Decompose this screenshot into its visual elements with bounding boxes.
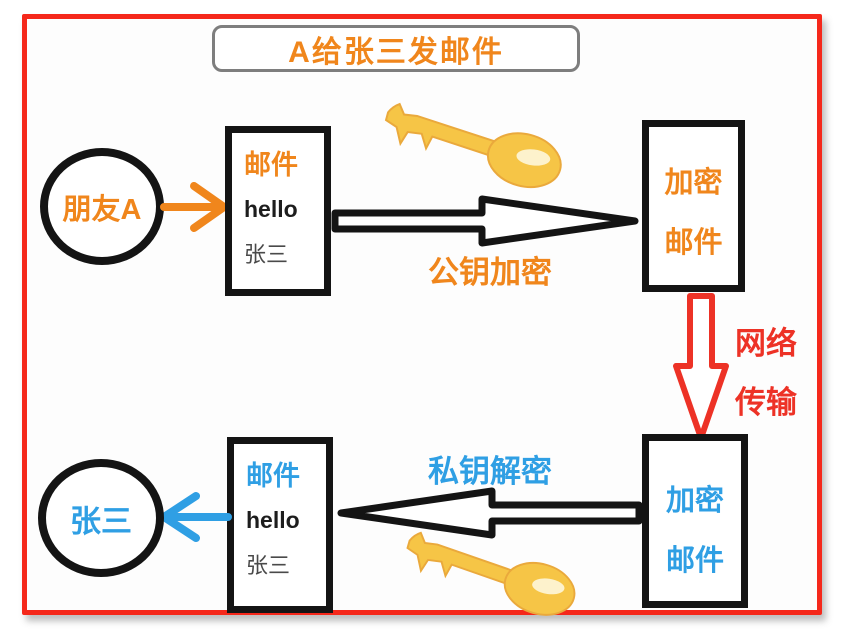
mail-box-title: 邮件 xyxy=(244,150,298,180)
encrypted-mail-box-top: 加密 邮件 xyxy=(642,120,745,292)
encrypted-box-line2: 邮件 xyxy=(664,227,723,259)
mail-body-line2: 张三 xyxy=(246,553,291,578)
public-key-encrypt-arrow xyxy=(331,195,639,247)
sender-circle: 朋友A xyxy=(40,148,164,265)
network-transfer-arrow xyxy=(673,293,729,441)
private-key-icon xyxy=(406,531,576,616)
network-transfer-label: 网络 传输 xyxy=(720,314,812,432)
private-key-decrypt-arrow xyxy=(337,487,643,539)
public-key-encrypt-label: 公钥加密 xyxy=(428,255,552,290)
encrypted-box-line1: 加密 xyxy=(665,485,724,517)
network-transfer-label-line2: 传输 xyxy=(735,385,797,420)
private-key-decrypt-label: 私钥解密 xyxy=(428,454,552,489)
encrypted-box-line2: 邮件 xyxy=(665,545,724,577)
send-arrow-icon xyxy=(160,182,228,232)
plain-mail-box-top: 邮件 hello 张三 xyxy=(225,126,331,296)
diagram-title: A给张三发邮件 xyxy=(212,25,580,72)
mail-body-line1: hello xyxy=(244,196,298,222)
plain-mail-box-bottom: 邮件 hello 张三 xyxy=(227,437,333,613)
diagram-title-text: A给张三发邮件 xyxy=(288,35,504,69)
mail-body-line1: hello xyxy=(246,507,300,533)
encrypted-mail-box-bottom: 加密 邮件 xyxy=(642,434,748,608)
network-transfer-label-line1: 网络 xyxy=(735,326,797,361)
sender-label: 朋友A xyxy=(62,193,142,226)
encrypted-box-line1: 加密 xyxy=(664,167,723,199)
receiver-label: 张三 xyxy=(70,503,132,539)
mail-box-title: 邮件 xyxy=(246,461,300,491)
receiver-circle: 张三 xyxy=(38,459,164,577)
receive-arrow-icon xyxy=(160,492,232,542)
public-key-icon xyxy=(384,102,562,189)
mail-body-line2: 张三 xyxy=(244,242,289,267)
